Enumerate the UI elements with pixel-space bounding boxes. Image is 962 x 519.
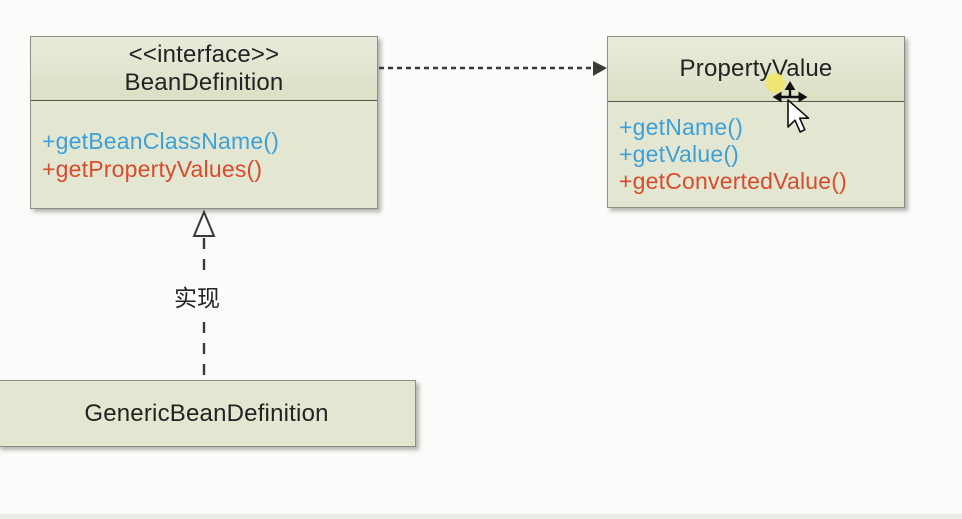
method-getpropertyvalues: +getPropertyValues() — [42, 156, 263, 182]
realization-triangle-icon — [192, 209, 216, 237]
class-name-propertyvalue: PropertyValue — [679, 55, 833, 82]
class-box-beandefinition[interactable]: <<interface>> BeanDefinition +getBeanCla… — [30, 36, 378, 209]
class-box-header: PropertyValue — [608, 37, 904, 102]
class-box-genericbeandefinition[interactable]: GenericBeanDefinition — [0, 380, 416, 447]
method-getbeanclassname: +getBeanClassName() — [42, 128, 280, 154]
dependency-arrow[interactable] — [379, 61, 607, 76]
realization-label: 实现 — [170, 279, 224, 313]
stereotype-label: <<interface>> — [128, 40, 280, 68]
class-box-propertyvalue[interactable]: PropertyValue +getName() +getValue() +ge… — [607, 36, 905, 208]
class-box-body: +getBeanClassName() +getPropertyValues() — [31, 101, 377, 183]
class-box-body: +getName() +getValue() +getConvertedValu… — [608, 102, 904, 195]
class-name-beandefinition: BeanDefinition — [124, 68, 284, 96]
dependency-arrowhead-icon — [593, 61, 607, 76]
method-getconvertedvalue: +getConvertedValue() — [619, 168, 847, 194]
class-name-genericbeandefinition: GenericBeanDefinition — [84, 399, 329, 427]
method-getname: +getName() — [619, 114, 744, 140]
method-getvalue: +getValue() — [619, 141, 740, 167]
class-box-header: <<interface>> BeanDefinition — [31, 37, 377, 101]
bottom-edge-strip — [0, 514, 962, 519]
